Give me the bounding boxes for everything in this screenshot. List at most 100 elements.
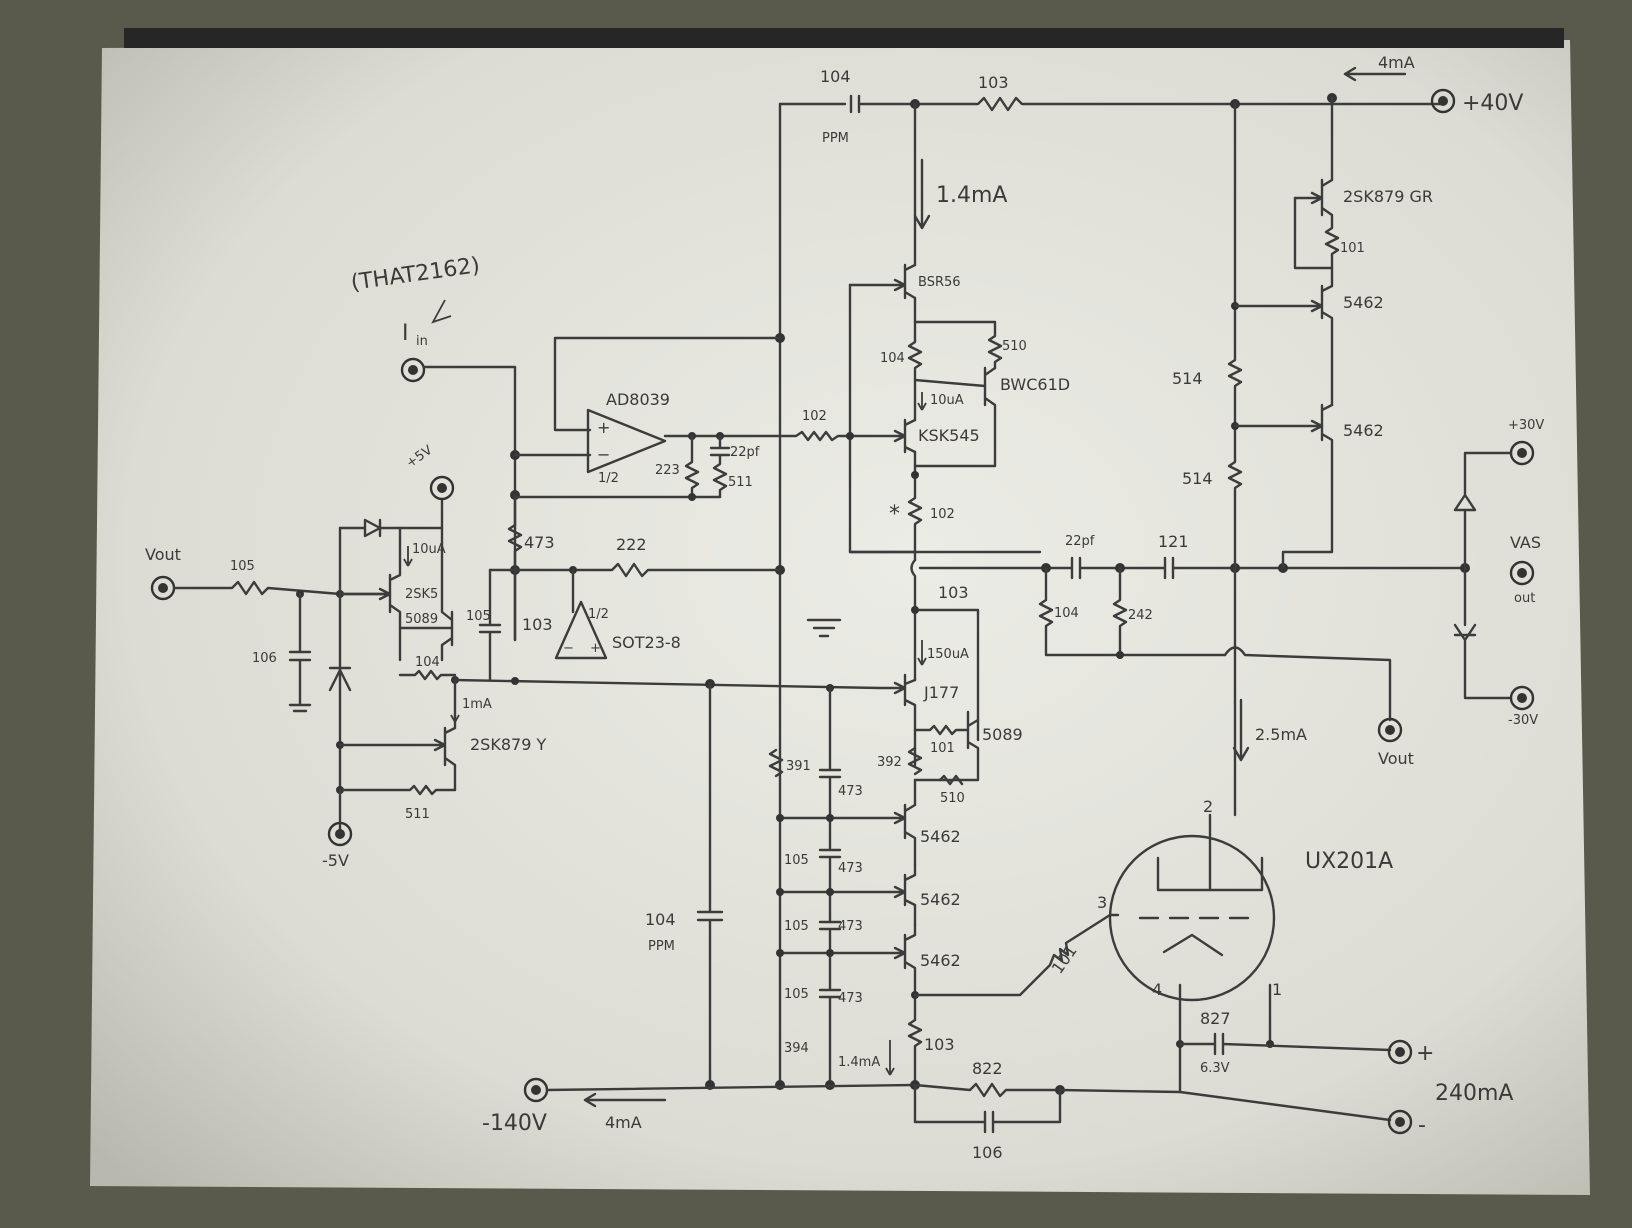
top-tape bbox=[124, 28, 1564, 48]
vout-left-label: Vout bbox=[145, 545, 181, 564]
fil-plus-label: + bbox=[1416, 1041, 1434, 1066]
i-1ma-label: 1mA bbox=[462, 697, 492, 712]
r101-a-label: 101 bbox=[1340, 241, 1365, 256]
v-m30-label: -30V bbox=[1508, 713, 1538, 728]
r391-label: 391 bbox=[786, 759, 811, 774]
q-2sk5-label: 2SK5 bbox=[405, 587, 438, 602]
r104-c-label: 104 bbox=[415, 655, 440, 670]
r510-a-label: 510 bbox=[1002, 339, 1027, 354]
q5462-e-label: 5462 bbox=[920, 951, 961, 970]
i-14ma-b-label: 1.4mA bbox=[838, 1055, 880, 1070]
r242-label: 242 bbox=[1128, 608, 1153, 623]
iin-label: I bbox=[402, 321, 409, 346]
r102-a-label: 102 bbox=[802, 409, 827, 424]
q5462-c-label: 5462 bbox=[920, 827, 961, 846]
v-pos-label: +40V bbox=[1462, 91, 1523, 116]
opamp-sot23 bbox=[554, 600, 608, 660]
i-10ua-left-label: 10uA bbox=[412, 542, 446, 557]
tube-label: UX201A bbox=[1305, 849, 1393, 874]
v-m140-label: -140V bbox=[482, 1111, 547, 1136]
c-top-label: 104 bbox=[820, 67, 851, 86]
r104-b-label: 104 bbox=[1054, 606, 1079, 621]
vas-label: VAS bbox=[1510, 533, 1541, 552]
v-p30-label: +30V bbox=[1508, 418, 1544, 433]
c473-b-label: 473 bbox=[838, 861, 863, 876]
q-ksk545-label: KSK545 bbox=[918, 426, 980, 445]
r103-b-label: 103 bbox=[938, 583, 969, 602]
r394-label: 394 bbox=[784, 1041, 809, 1056]
svg-text:−: − bbox=[563, 641, 574, 656]
c105-label: 105 bbox=[466, 609, 491, 624]
r222-label: 222 bbox=[616, 535, 647, 554]
c22pf-a-label: 22pf bbox=[730, 445, 760, 460]
r392-label: 392 bbox=[877, 755, 902, 770]
i-10ua-label: 10uA bbox=[930, 393, 964, 408]
r105-a-label: 105 bbox=[784, 853, 809, 868]
q5089-a-label: 5089 bbox=[405, 612, 438, 627]
r514-b-label: 514 bbox=[1182, 469, 1213, 488]
c106-b-label: 106 bbox=[972, 1143, 1003, 1162]
opamp-label: AD8039 bbox=[606, 390, 670, 409]
paper-sheet bbox=[90, 40, 1590, 1195]
q5462-b-label: 5462 bbox=[1343, 421, 1384, 440]
c106-in-label: 106 bbox=[252, 651, 277, 666]
c827-label: 827 bbox=[1200, 1009, 1231, 1028]
vas-out-label: out bbox=[1514, 591, 1535, 606]
c473-a-label: 473 bbox=[838, 784, 863, 799]
svg-text:+: + bbox=[590, 641, 601, 656]
c473-d-label: 473 bbox=[838, 991, 863, 1006]
c104-left-type-label: PPM bbox=[648, 939, 675, 954]
r223-label: 223 bbox=[655, 463, 680, 478]
c-top-type-label: PPM bbox=[822, 131, 849, 146]
q5462-a-label: 5462 bbox=[1343, 293, 1384, 312]
r105-in-label: 105 bbox=[230, 559, 255, 574]
q-bsr56-label: BSR56 bbox=[918, 275, 961, 290]
r510-b-label: 510 bbox=[940, 791, 965, 806]
c104-left-label: 104 bbox=[645, 910, 676, 929]
r473-label: 473 bbox=[524, 533, 555, 552]
r514-a-label: 514 bbox=[1172, 369, 1203, 388]
tube-ux201a bbox=[1108, 834, 1276, 1002]
c473-c-label: 473 bbox=[838, 919, 863, 934]
r103-a-label: 103 bbox=[522, 615, 553, 634]
i-4ma-b-label: 4mA bbox=[605, 1113, 642, 1132]
vout-right-label: Vout bbox=[1378, 749, 1414, 768]
sot-label: SOT23-8 bbox=[612, 633, 681, 652]
c121-label: 121 bbox=[1158, 532, 1189, 551]
c22pf-b-label: 22pf bbox=[1065, 534, 1095, 549]
pin3-label: 3 bbox=[1097, 893, 1107, 912]
star-mark: * bbox=[889, 502, 900, 527]
r105-c-label: 105 bbox=[784, 987, 809, 1002]
i-150ua-label: 150uA bbox=[927, 647, 969, 662]
r103-c-label: 103 bbox=[924, 1035, 955, 1054]
opamp-ad8039 bbox=[586, 408, 667, 474]
q5462-d-label: 5462 bbox=[920, 890, 961, 909]
opamp-half-label: 1/2 bbox=[598, 471, 619, 486]
pin4-label: 4 bbox=[1152, 980, 1162, 999]
svg-text:−: − bbox=[597, 445, 610, 464]
r-top-label: 103 bbox=[978, 73, 1009, 92]
r105-b-label: 105 bbox=[784, 919, 809, 934]
fil-minus-label: - bbox=[1418, 1113, 1426, 1138]
iin-sub-label: in bbox=[416, 334, 428, 349]
r822-label: 822 bbox=[972, 1059, 1003, 1078]
i-stage-label: 1.4mA bbox=[936, 183, 1007, 208]
c827-v-label: 6.3V bbox=[1200, 1061, 1230, 1076]
r511-a-label: 511 bbox=[728, 475, 753, 490]
r102-b-label: 102 bbox=[930, 507, 955, 522]
r511-b-label: 511 bbox=[405, 807, 430, 822]
pin1-label: 1 bbox=[1272, 980, 1282, 999]
r101-b-label: 101 bbox=[930, 741, 955, 756]
q5089-b-label: 5089 bbox=[982, 725, 1023, 744]
q-bwc61d-label: BWC61D bbox=[1000, 375, 1070, 394]
i-240ma-label: 240mA bbox=[1435, 1081, 1513, 1106]
pin2-label: 2 bbox=[1203, 797, 1213, 816]
q-j177-label: J177 bbox=[923, 683, 959, 702]
r104-a-label: 104 bbox=[880, 351, 905, 366]
v-m5-label: -5V bbox=[322, 851, 349, 870]
i-supply-label: 4mA bbox=[1378, 53, 1415, 72]
q-2sk879gr-label: 2SK879 GR bbox=[1343, 187, 1433, 206]
q-2sk879y-label: 2SK879 Y bbox=[470, 735, 546, 754]
svg-text:+: + bbox=[597, 418, 610, 437]
